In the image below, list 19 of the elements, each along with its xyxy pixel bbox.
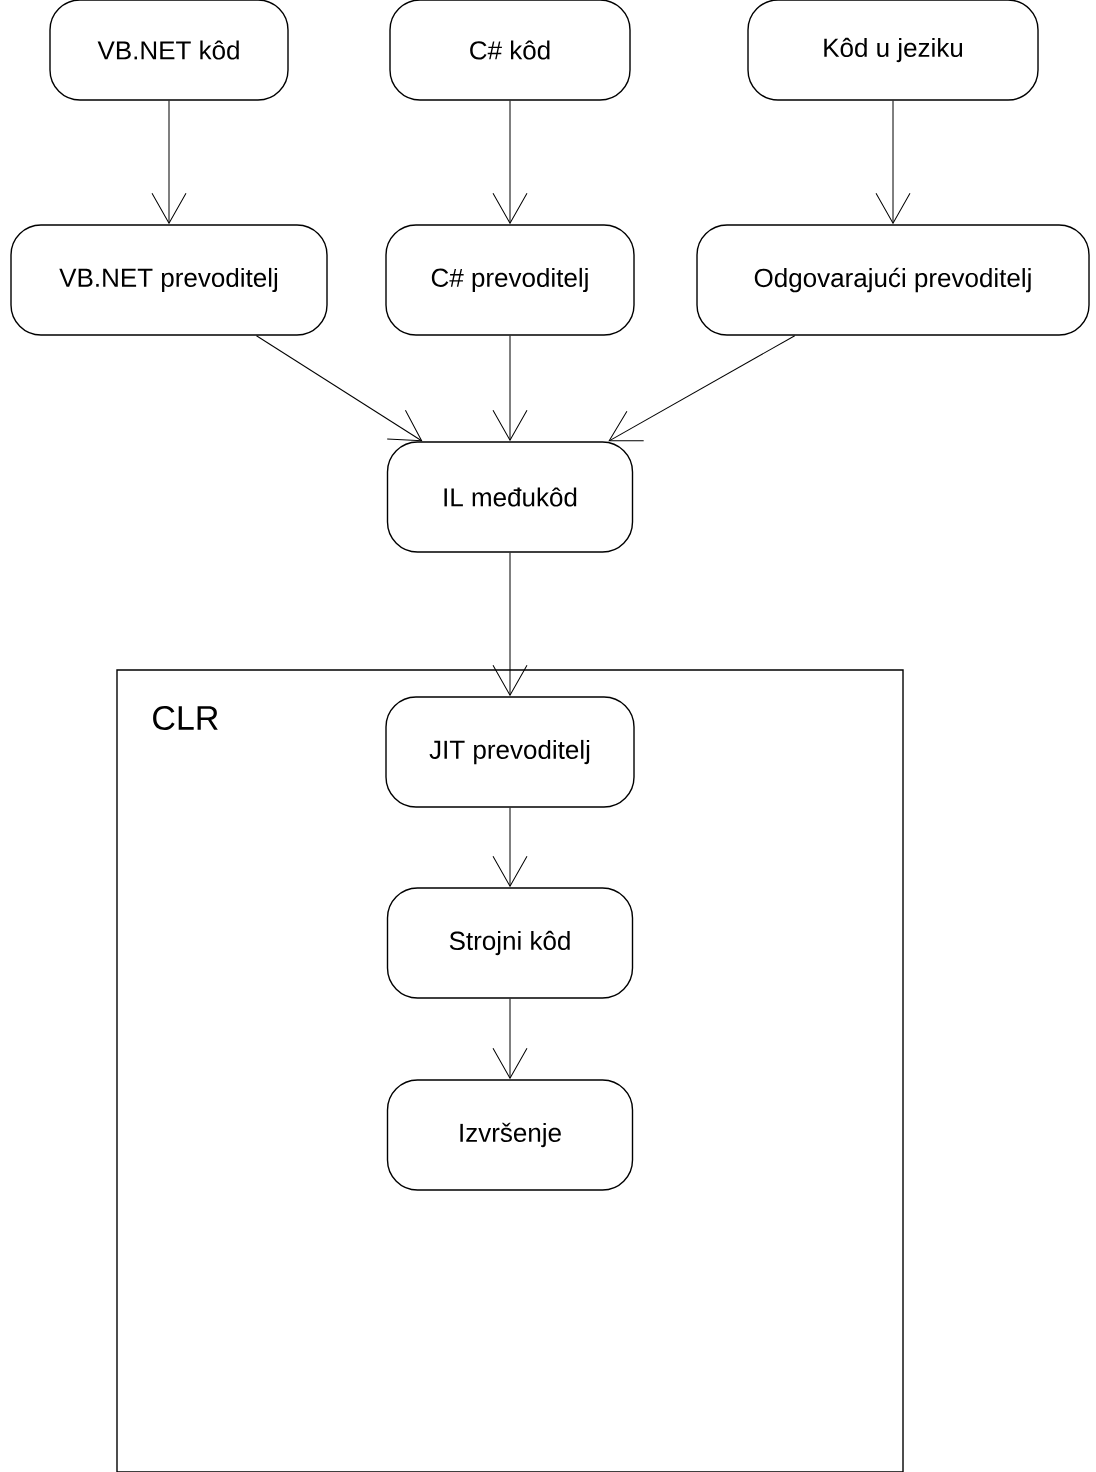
- process-box: JIT prevoditelj: [385, 696, 635, 808]
- arrow: [151, 100, 187, 224]
- process-box: Izvršenje: [386, 1079, 634, 1191]
- process-box: Odgovarajući prevoditelj: [696, 224, 1090, 336]
- process-box: C# kôd: [389, 0, 631, 101]
- process-box: Strojni kôd: [386, 887, 634, 999]
- process-box: IL međukôd: [386, 441, 634, 553]
- arrow: [492, 100, 528, 224]
- arrow: [492, 552, 528, 696]
- arrow: [492, 998, 528, 1079]
- process-box: VB.NET prevoditelj: [10, 224, 328, 336]
- arrow: [875, 100, 911, 224]
- process-box: VB.NET kôd: [49, 0, 289, 101]
- arrow: [608, 335, 796, 442]
- process-box: C# prevoditelj: [385, 224, 635, 336]
- arrow: [492, 335, 528, 441]
- process-box: Kôd u jeziku: [747, 0, 1039, 101]
- arrow: [255, 335, 423, 442]
- arrow: [492, 807, 528, 887]
